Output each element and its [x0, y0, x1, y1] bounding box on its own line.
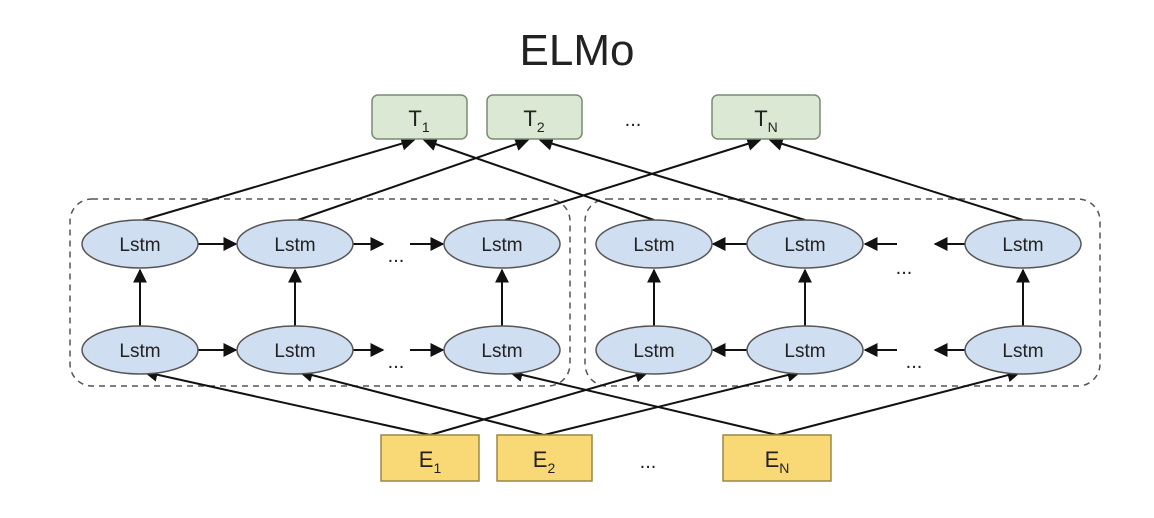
lstm-label: Lstm	[633, 341, 674, 362]
backward-bottom-ellipsis: ...	[906, 351, 923, 373]
lstm-label: Lstm	[274, 235, 315, 256]
arrow-input-1-to-backward-bottom-1	[429, 368, 650, 436]
arrow-backward-top-n-to-output-n	[768, 137, 1024, 221]
arrow-input-2-to-forward-bottom-2	[298, 368, 545, 436]
arrow-forward-top-n-to-output-n	[504, 137, 762, 221]
lstm-backward-top-2: Lstm	[746, 219, 864, 269]
arrow-forward-top-1-to-output-1	[142, 136, 416, 221]
input-embedding-1-subscript: 1	[433, 460, 441, 476]
output-token-1: T1	[371, 94, 468, 140]
arrow-input-2-to-backward-bottom-2	[543, 368, 802, 436]
arrow-input-1-to-forward-bottom-1	[143, 367, 431, 436]
lstm-backward-bottom-2: Lstm	[746, 325, 864, 375]
forward-lstm-group	[69, 198, 571, 387]
arrow-input-n-to-forward-bottom-n	[508, 368, 778, 436]
input-embedding-1-label: E	[419, 447, 434, 472]
lstm-label: Lstm	[119, 235, 160, 256]
arrow-backward-top-1-to-output-1	[422, 137, 655, 221]
svg-text:TN: TN	[754, 106, 778, 135]
lstm-label: Lstm	[1002, 235, 1043, 256]
backward-top-ellipsis: ...	[896, 257, 913, 279]
svg-text:E1: E1	[419, 447, 442, 476]
input-ellipsis: ...	[640, 451, 657, 473]
backward-lstm-group	[584, 198, 1101, 387]
lstm-backward-bottom-1: Lstm	[595, 325, 713, 375]
arrow-input-n-to-backward-bottom-n	[776, 368, 1022, 436]
lstm-backward-bottom-n: Lstm	[964, 325, 1082, 375]
arrow-forward-top-2-to-output-2	[297, 137, 530, 221]
lstm-backward-top-n: Lstm	[964, 219, 1082, 269]
connection-arrows	[133, 136, 1030, 436]
input-embedding-n-subscript: N	[779, 460, 789, 476]
input-embedding-2-subscript: 2	[547, 460, 555, 476]
arrow-backward-top-2-to-output-2	[538, 136, 806, 221]
forward-bottom-ellipsis: ...	[388, 351, 405, 373]
diagram-title: ELMo	[519, 26, 635, 75]
lstm-backward-top-1: Lstm	[595, 219, 713, 269]
lstm-label: Lstm	[784, 235, 825, 256]
output-token-n: TN	[711, 94, 821, 140]
lstm-label: Lstm	[481, 341, 522, 362]
lstm-label: Lstm	[119, 341, 160, 362]
svg-text:EN: EN	[765, 447, 790, 476]
lstm-label: Lstm	[784, 341, 825, 362]
input-embedding-1: E1	[380, 434, 480, 482]
output-ellipsis: ...	[625, 109, 642, 131]
input-embedding-n: EN	[722, 434, 832, 482]
lstm-forward-bottom-n: Lstm	[443, 325, 561, 375]
input-embedding-2-label: E	[533, 447, 548, 472]
output-token-1-subscript: 1	[422, 119, 430, 135]
svg-text:E2: E2	[533, 447, 556, 476]
input-embedding-2: E2	[496, 434, 593, 482]
input-embedding-n-label: E	[765, 447, 780, 472]
lstm-label: Lstm	[274, 341, 315, 362]
output-token-2-label: T	[523, 106, 536, 131]
output-token-1-label: T	[408, 106, 421, 131]
output-token-2: T2	[486, 94, 583, 140]
output-token-n-label: T	[754, 106, 767, 131]
svg-text:T2: T2	[523, 106, 544, 135]
output-token-n-subscript: N	[768, 119, 778, 135]
lstm-label: Lstm	[633, 235, 674, 256]
lstm-forward-top-2: Lstm	[236, 219, 354, 269]
lstm-forward-top-n: Lstm	[443, 219, 561, 269]
lstm-forward-bottom-2: Lstm	[236, 325, 354, 375]
svg-text:T1: T1	[408, 106, 429, 135]
lstm-forward-bottom-1: Lstm	[81, 325, 199, 375]
lstm-label: Lstm	[481, 235, 522, 256]
lstm-label: Lstm	[1002, 341, 1043, 362]
lstm-forward-top-1: Lstm	[81, 219, 199, 269]
output-token-2-subscript: 2	[537, 119, 545, 135]
forward-top-ellipsis: ...	[388, 245, 405, 267]
